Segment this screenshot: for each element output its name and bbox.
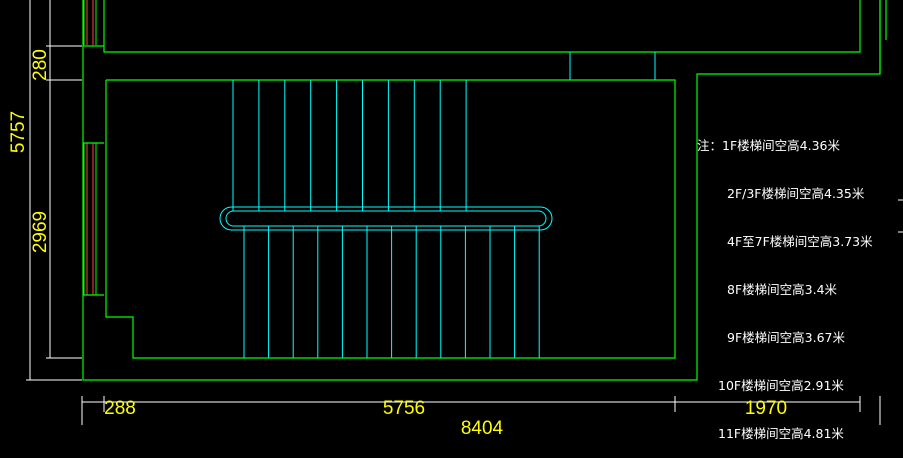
stair-handrail xyxy=(219,206,553,231)
note-line-5: 9F楼梯间空高3.67米 xyxy=(727,330,845,345)
dim-bottom-right: 1970 xyxy=(745,398,787,419)
dim-left-upper: 280 xyxy=(30,49,51,81)
left-window-lines xyxy=(83,0,97,295)
dim-bottom-total: 8404 xyxy=(461,418,504,439)
right-edge-marks xyxy=(898,199,903,233)
note-line-4: 8F楼梯间空高3.4米 xyxy=(727,282,838,297)
stair-flights xyxy=(232,52,656,358)
note-line-2: 2F/3F楼梯间空高4.35米 xyxy=(727,186,865,201)
dim-bottom-left: 288 xyxy=(104,398,136,419)
note-line-3: 4F至7F楼梯间空高3.73米 xyxy=(727,234,873,249)
wall-outline xyxy=(82,0,887,381)
note-prefix: 注： xyxy=(697,138,723,153)
ceiling-height-note: 注：1F楼梯间空高4.36米 2F/3F楼梯间空高4.35米 4F至7F楼梯间空… xyxy=(697,106,873,458)
bottom-dimension-lines xyxy=(81,396,881,425)
left-dimension-lines xyxy=(26,0,82,381)
note-line-7: 11F楼梯间空高4.81米 xyxy=(718,426,844,441)
dim-bottom-mid: 5756 xyxy=(383,398,425,419)
note-line-6: 10F楼梯间空高2.91米 xyxy=(718,378,844,393)
note-line-1: 注：1F楼梯间空高4.36米 xyxy=(697,138,840,153)
stair-plan-drawing: 5757 280 2969 xyxy=(8,0,903,439)
dim-left-total: 5757 xyxy=(8,111,29,153)
dim-left-lower: 2969 xyxy=(30,211,51,253)
